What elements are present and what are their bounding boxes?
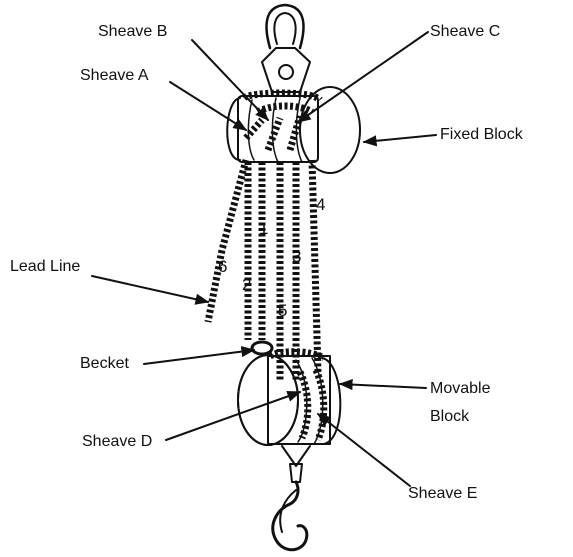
arrow-sheave-e: [318, 414, 410, 486]
line-number-5: 5: [278, 301, 287, 320]
label-fixed-block: Fixed Block: [440, 126, 524, 143]
label-sheave-a: Sheave A: [80, 67, 149, 84]
label-sheave-b: Sheave B: [98, 23, 167, 40]
line-number-3: 3: [292, 247, 301, 266]
arrow-lead-line: [92, 276, 208, 302]
label-movable-block: Movable: [430, 380, 491, 397]
arrow-sheave-a: [170, 82, 246, 130]
leader-arrows: [92, 32, 436, 486]
arrow-fixed-block: [364, 135, 436, 142]
line-number-6: 6: [218, 257, 227, 276]
line-number-2: 2: [242, 275, 251, 294]
label-sheave-d: Sheave D: [82, 433, 152, 450]
arrow-becket: [144, 350, 254, 364]
label-sheave-c: Sheave C: [430, 23, 500, 40]
bottom-hook: [273, 446, 310, 550]
fixed-block: [227, 87, 360, 173]
line-number-1: 1: [259, 219, 268, 238]
becket: [252, 342, 272, 354]
label-movable-block-line2: Block: [430, 408, 470, 425]
label-sheave-e: Sheave E: [408, 485, 477, 502]
top-shackle: [262, 5, 310, 92]
arrow-sheave-c: [298, 32, 428, 122]
arrow-movable-block: [340, 384, 426, 388]
label-lead-line: Lead Line: [10, 258, 80, 275]
line-number-4: 4: [316, 195, 325, 214]
label-becket: Becket: [80, 355, 129, 372]
line-numbers: 1 2 3 4 5 6: [218, 195, 325, 320]
movable-block: [238, 352, 340, 445]
arrow-sheave-d: [166, 392, 300, 440]
